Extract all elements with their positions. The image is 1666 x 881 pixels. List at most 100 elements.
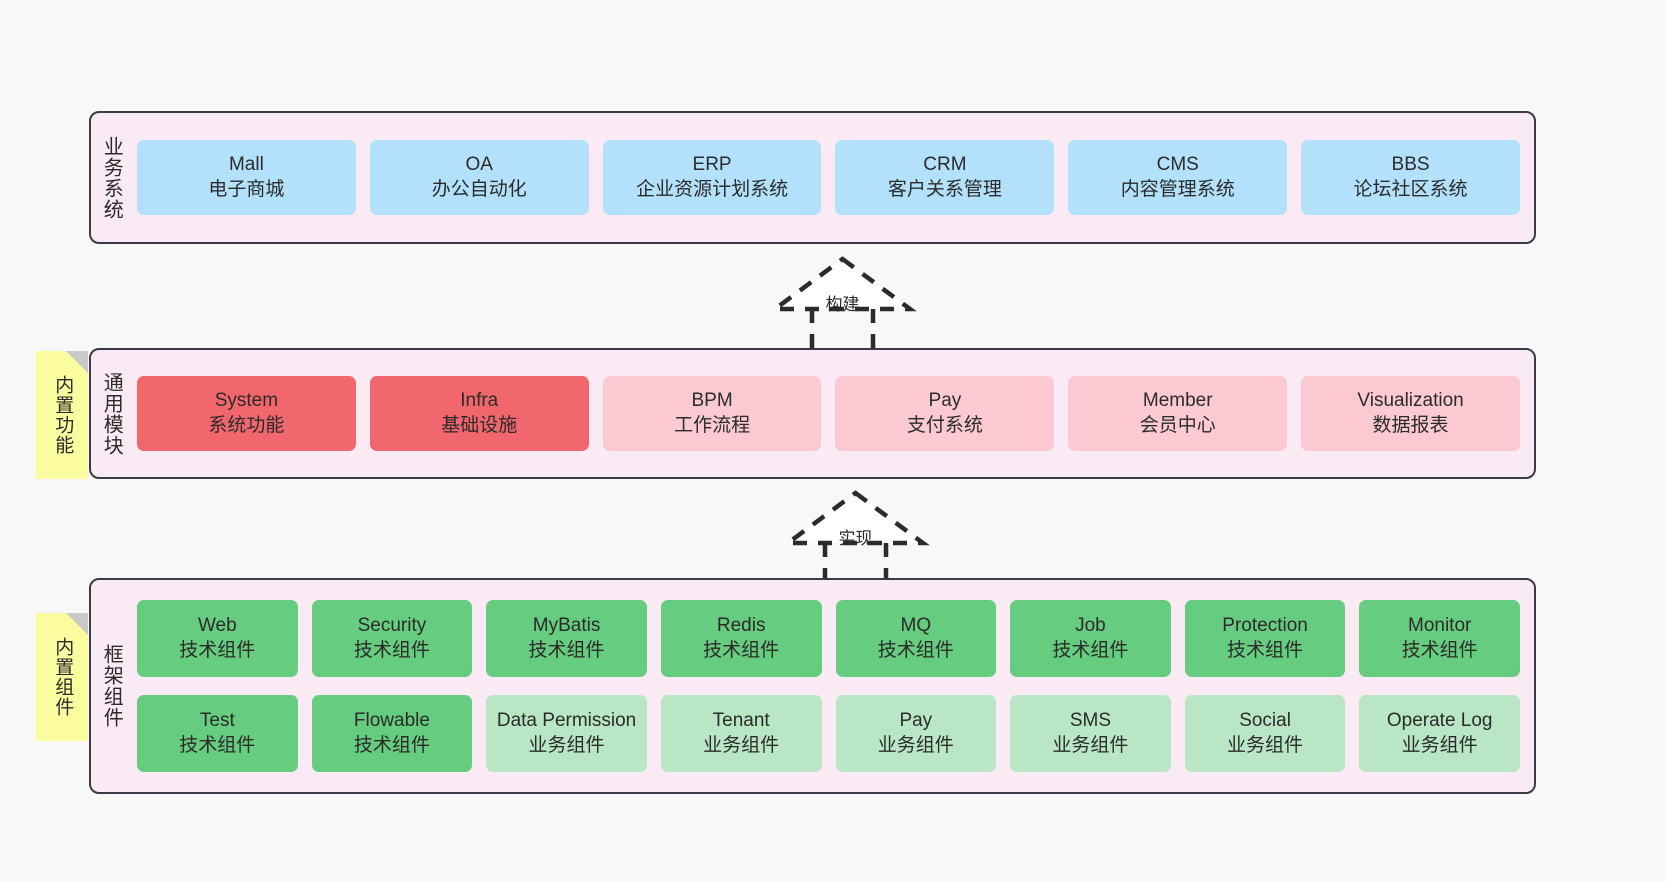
framework-tech-row: Web 技术组件 Security 技术组件 MyBatis 技术组件 Redi…: [137, 600, 1520, 677]
card-protection-subtitle: 技术组件: [1227, 639, 1304, 661]
layer-common-modules: 通用模块 System 系统功能 Infra 基础设施 BPM 工作流程 Pay…: [89, 348, 1536, 479]
card-mall-title: Mall: [228, 153, 264, 175]
connector-realize: 实现: [768, 488, 943, 584]
layer-business-system-body: Mall 电子商城 OA 办公自动化 ERP 企业资源计划系统 CRM 客户关系…: [131, 113, 1534, 242]
layer-framework-components: 框架组件 Web 技术组件 Security 技术组件 MyBatis 技术组件…: [89, 578, 1536, 794]
card-mybatis-subtitle: 技术组件: [528, 639, 605, 661]
card-bpm-subtitle: 工作流程: [674, 414, 751, 436]
card-bpm-title: BPM: [691, 389, 733, 411]
card-erp-title: ERP: [692, 153, 732, 175]
card-system-subtitle: 系统功能: [208, 414, 285, 436]
card-system-title: System: [214, 389, 279, 411]
card-mybatis[interactable]: MyBatis 技术组件: [486, 600, 647, 677]
card-job[interactable]: Job 技术组件: [1010, 600, 1171, 677]
connector-realize-arrow-icon: [781, 490, 930, 584]
card-cms-subtitle: 内容管理系统: [1120, 178, 1235, 200]
business-system-row: Mall 电子商城 OA 办公自动化 ERP 企业资源计划系统 CRM 客户关系…: [137, 140, 1520, 215]
card-erp[interactable]: ERP 企业资源计划系统: [602, 140, 822, 215]
card-sms[interactable]: SMS 业务组件: [1010, 695, 1171, 772]
layer-common-modules-title: 通用模块: [100, 371, 123, 456]
card-crm-title: CRM: [923, 153, 967, 175]
card-security[interactable]: Security 技术组件: [311, 600, 473, 677]
common-modules-row: System 系统功能 Infra 基础设施 BPM 工作流程 Pay 支付系统…: [137, 376, 1520, 451]
card-web[interactable]: Web 技术组件: [137, 600, 298, 677]
card-protection-title: Protection: [1222, 614, 1308, 636]
card-operate-log[interactable]: Operate Log 业务组件: [1359, 695, 1520, 772]
card-tenant[interactable]: Tenant 业务组件: [660, 695, 822, 772]
card-cms[interactable]: CMS 内容管理系统: [1068, 140, 1288, 215]
card-data-permission-subtitle: 业务组件: [528, 734, 605, 756]
card-test[interactable]: Test 技术组件: [137, 695, 298, 772]
card-infra[interactable]: Infra 基础设施: [369, 376, 589, 451]
sticky-fold-corner-icon: [66, 351, 88, 373]
card-sms-title: SMS: [1069, 709, 1112, 731]
card-redis[interactable]: Redis 技术组件: [660, 600, 822, 677]
card-tenant-subtitle: 业务组件: [703, 734, 780, 756]
sticky-fold-corner-icon: [66, 613, 88, 635]
card-pay-component-subtitle: 业务组件: [877, 734, 954, 756]
card-job-subtitle: 技术组件: [1052, 639, 1129, 661]
framework-business-row: Test 技术组件 Flowable 技术组件 Data Permission …: [137, 695, 1520, 772]
card-web-subtitle: 技术组件: [179, 639, 256, 661]
card-pay-module-subtitle: 支付系统: [906, 414, 983, 436]
card-bbs-title: BBS: [1391, 153, 1430, 175]
card-social[interactable]: Social 业务组件: [1184, 695, 1346, 772]
card-member-title: Member: [1142, 389, 1213, 411]
card-system[interactable]: System 系统功能: [137, 376, 356, 451]
card-crm-subtitle: 客户关系管理: [887, 178, 1002, 200]
card-operate-log-title: Operate Log: [1386, 709, 1493, 731]
layer-framework-components-body: Web 技术组件 Security 技术组件 MyBatis 技术组件 Redi…: [131, 580, 1534, 792]
card-data-permission[interactable]: Data Permission 业务组件: [486, 695, 647, 772]
sticky-note-builtin-features: 内置功能: [36, 351, 88, 479]
card-bpm[interactable]: BPM 工作流程: [602, 376, 822, 451]
card-mybatis-title: MyBatis: [532, 614, 601, 636]
card-pay-module[interactable]: Pay 支付系统: [835, 376, 1055, 451]
card-bbs[interactable]: BBS 论坛社区系统: [1301, 140, 1520, 215]
card-cms-title: CMS: [1156, 153, 1199, 175]
card-mq[interactable]: MQ 技术组件: [835, 600, 997, 677]
card-protection[interactable]: Protection 技术组件: [1184, 600, 1346, 677]
connector-build-label: 构建: [825, 295, 860, 314]
card-monitor-subtitle: 技术组件: [1401, 639, 1478, 661]
card-erp-subtitle: 企业资源计划系统: [636, 178, 789, 200]
card-test-title: Test: [199, 709, 235, 731]
card-visualization-title: Visualization: [1357, 389, 1464, 411]
layer-common-modules-body: System 系统功能 Infra 基础设施 BPM 工作流程 Pay 支付系统…: [131, 350, 1534, 477]
connector-build-arrow-icon: [768, 256, 917, 350]
card-flowable-subtitle: 技术组件: [353, 734, 430, 756]
layer-business-system: 业务系统 Mall 电子商城 OA 办公自动化 ERP 企业资源计划系统 CRM…: [89, 111, 1536, 244]
card-visualization[interactable]: Visualization 数据报表: [1301, 376, 1520, 451]
card-sms-subtitle: 业务组件: [1052, 734, 1129, 756]
card-mall[interactable]: Mall 电子商城: [137, 140, 356, 215]
card-data-permission-title: Data Permission: [496, 709, 637, 731]
card-redis-title: Redis: [716, 614, 766, 636]
card-social-title: Social: [1239, 709, 1291, 731]
card-mall-subtitle: 电子商城: [208, 178, 285, 200]
card-mq-title: MQ: [900, 614, 932, 636]
card-social-subtitle: 业务组件: [1227, 734, 1304, 756]
card-security-title: Security: [357, 614, 427, 636]
card-monitor[interactable]: Monitor 技术组件: [1359, 600, 1520, 677]
card-member[interactable]: Member 会员中心: [1068, 376, 1288, 451]
card-oa-title: OA: [465, 153, 493, 175]
card-pay-component[interactable]: Pay 业务组件: [835, 695, 997, 772]
sticky-note-builtin-components: 内置组件: [36, 613, 88, 741]
card-crm[interactable]: CRM 客户关系管理: [835, 140, 1055, 215]
card-test-subtitle: 技术组件: [179, 734, 256, 756]
card-pay-module-title: Pay: [928, 389, 962, 411]
card-member-subtitle: 会员中心: [1139, 414, 1216, 436]
card-operate-log-subtitle: 业务组件: [1401, 734, 1478, 756]
card-visualization-subtitle: 数据报表: [1372, 414, 1449, 436]
card-infra-subtitle: 基础设施: [441, 414, 518, 436]
card-tenant-title: Tenant: [712, 709, 770, 731]
card-oa[interactable]: OA 办公自动化: [369, 140, 589, 215]
sticky-note-builtin-features-label: 内置功能: [52, 375, 74, 455]
card-mq-subtitle: 技术组件: [877, 639, 954, 661]
card-web-title: Web: [197, 614, 237, 636]
card-flowable-title: Flowable: [353, 709, 430, 731]
card-monitor-title: Monitor: [1408, 614, 1472, 636]
card-bbs-subtitle: 论坛社区系统: [1353, 178, 1468, 200]
card-security-subtitle: 技术组件: [353, 639, 430, 661]
card-flowable[interactable]: Flowable 技术组件: [311, 695, 473, 772]
